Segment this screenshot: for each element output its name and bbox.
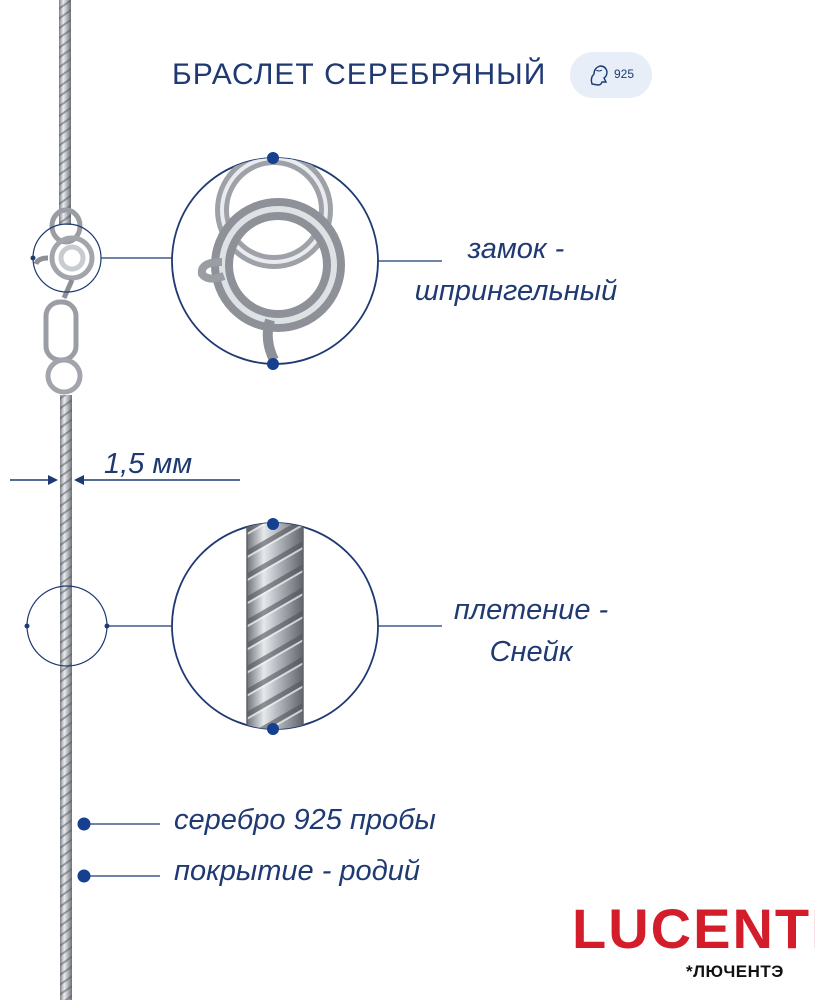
page-title: БРАСЛЕТ СЕРЕБРЯНЫЙ [172, 58, 547, 91]
material-bullet [77, 817, 160, 831]
hallmark-value: 925 [614, 67, 635, 81]
width-label: 1,5 мм [104, 448, 193, 480]
weave-label-line2: Снейк [489, 636, 573, 668]
coating-label: покрытие - родий [174, 855, 420, 887]
clasp-label-line2: шпрингельный [414, 275, 618, 307]
material-label: серебро 925 пробы [174, 804, 436, 836]
weave-label-line1: плетение - [453, 594, 609, 626]
clasp-zoom-circle [171, 152, 442, 370]
weave-zoom-marker [24, 585, 172, 667]
clasp-label: замок - шпрингельный [396, 228, 636, 312]
width-dimension [10, 475, 240, 485]
weave-label: плетение - Снейк [446, 589, 616, 673]
chain-lower [60, 395, 72, 1000]
hallmark-badge: 925 [570, 52, 652, 98]
brand-logo: LUCENTE [572, 897, 815, 960]
brand-transliteration: *ЛЮЧЕНТЭ [686, 962, 784, 981]
small-clasp [33, 207, 95, 395]
chain-upper [59, 0, 71, 225]
coating-bullet [77, 869, 160, 883]
woman-head-hallmark-icon [590, 65, 608, 86]
weave-zoom-circle [171, 518, 442, 735]
clasp-label-line1: замок - [467, 233, 565, 265]
clasp-zoom-marker [30, 223, 172, 293]
